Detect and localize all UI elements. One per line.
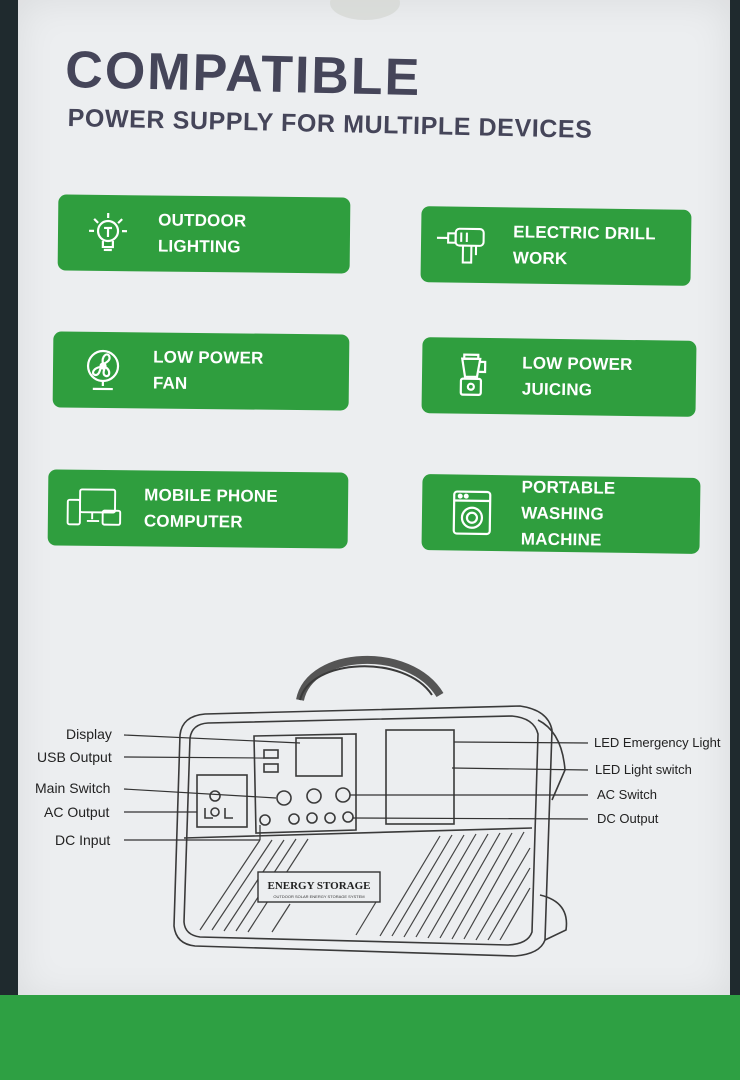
- brand-name: ENERGY STORAGE: [268, 880, 371, 892]
- feature-line2: WORK: [512, 248, 568, 269]
- feature-mobile-phone-computer: MOBILE PHONE COMPUTER: [47, 469, 349, 549]
- label-usb-output: USB Output: [37, 749, 112, 765]
- label-led-emergency-light: LED Emergency Light: [594, 735, 721, 750]
- feature-portable-washing-machine: PORTABLE WASHING MACHINE: [421, 474, 701, 554]
- electric-drill-icon: [435, 216, 492, 273]
- feature-line2: FAN: [152, 373, 188, 393]
- feature-low-power-juicing: LOW POWER JUICING: [421, 337, 697, 417]
- bottom-green-strip: [0, 995, 740, 1080]
- feature-line1: ELECTRIC DRILL: [513, 222, 656, 244]
- feature-electric-drill: ELECTRIC DRILL WORK: [420, 206, 692, 286]
- label-ac-switch: AC Switch: [597, 787, 657, 802]
- juicer-icon: [444, 347, 501, 404]
- label-led-light-switch: LED Light switch: [595, 762, 692, 777]
- feature-line1: MOBILE PHONE: [144, 485, 278, 506]
- feature-line2: LIGHTING: [157, 236, 241, 257]
- brand-subtitle: OUTDOOR SOLAR ENERGY STORAGE SYSTEM: [273, 894, 364, 899]
- feature-line2: COMPUTER: [143, 511, 243, 532]
- page-title: COMPATIBLE: [64, 40, 422, 108]
- washing-machine-icon: [444, 484, 500, 541]
- label-dc-input: DC Input: [55, 832, 111, 848]
- feature-line1: LOW POWER: [153, 347, 264, 368]
- feature-line1: OUTDOOR: [158, 210, 247, 231]
- feature-line2: MACHINE: [520, 529, 602, 550]
- feature-line2: JUICING: [521, 379, 593, 400]
- label-ac-output: AC Output: [44, 804, 110, 820]
- brand-plate: [257, 871, 381, 903]
- feature-outdoor-lighting: OUTDOOR LIGHTING: [57, 194, 351, 274]
- devices-icon: [66, 480, 123, 537]
- label-dc-output: DC Output: [597, 811, 659, 826]
- feature-low-power-fan: LOW POWER FAN: [52, 331, 350, 411]
- fan-icon: [75, 342, 132, 399]
- label-display: Display: [66, 726, 112, 742]
- feature-line1: LOW POWER: [522, 353, 633, 375]
- power-station-diagram: ENERGY STORAGE OUTDOOR SOLAR ENERGY STOR…: [123, 655, 589, 957]
- label-main-switch: Main Switch: [35, 780, 111, 796]
- light-bulb-icon: [80, 205, 137, 262]
- stain-mark: [330, 0, 400, 20]
- feature-line1: PORTABLE WASHING: [521, 477, 616, 524]
